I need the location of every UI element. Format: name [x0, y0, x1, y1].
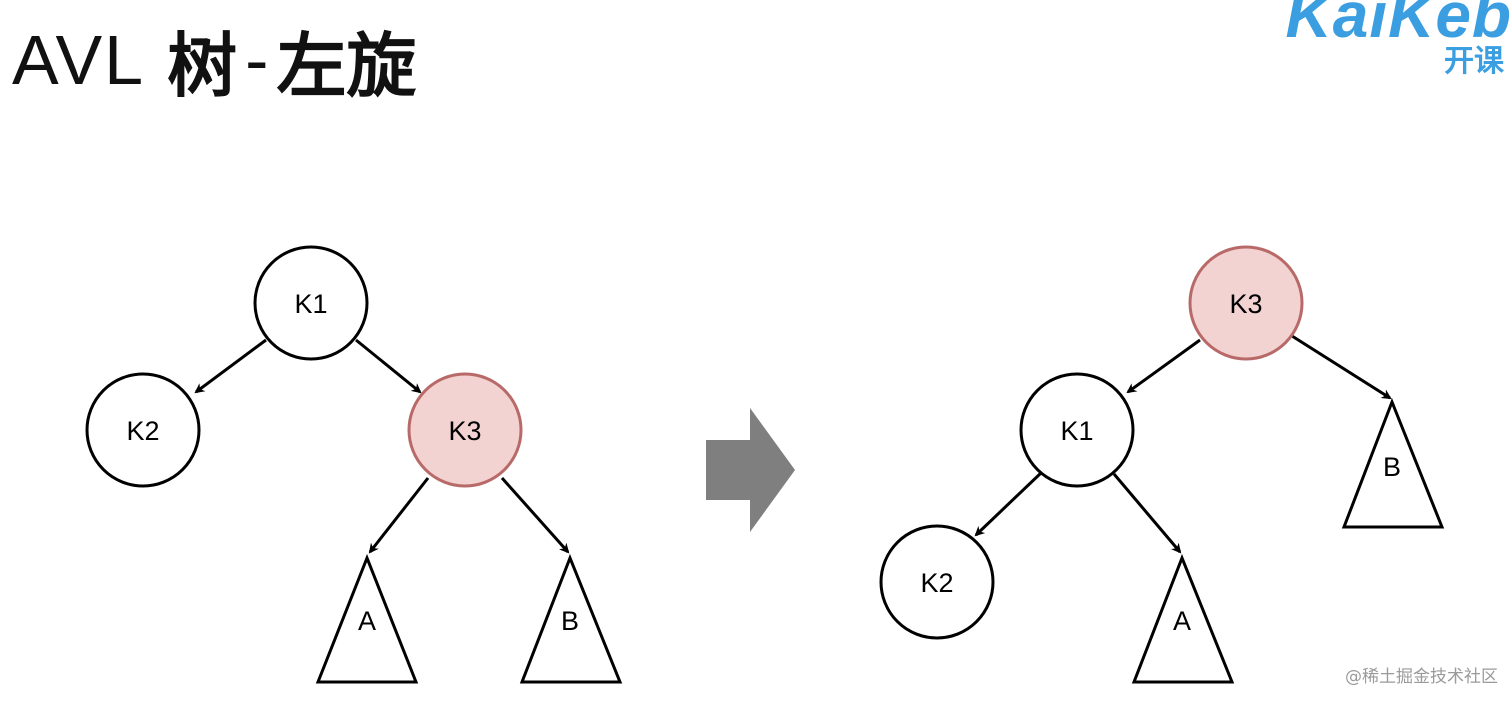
node-label: K2: [920, 568, 953, 598]
after-tree: K3 K1 K2 B A: [879, 245, 1445, 684]
edge-k1-k2: [194, 338, 267, 394]
edge-k3-b: [1291, 334, 1392, 400]
node-label: K2: [126, 416, 159, 446]
subtree-a: A: [315, 553, 419, 684]
subtree-label: B: [1383, 452, 1401, 482]
logo-subtitle: 开课: [1444, 44, 1504, 79]
tree-node-k3-highlighted: K3: [407, 372, 523, 488]
subtree-label: A: [358, 606, 376, 636]
title-avl-text: AVL: [12, 21, 146, 99]
before-tree: K1 K2 K3 A B: [85, 245, 623, 684]
transition-arrow-icon: [706, 408, 795, 532]
logo-wordmark: KaiKeb: [1285, 0, 1512, 51]
node-label: K1: [294, 289, 327, 319]
edge-k1-a: [1112, 473, 1182, 554]
node-label: K1: [1060, 416, 1093, 446]
node-label: K3: [1229, 289, 1262, 319]
subtree-b: B: [1341, 397, 1445, 529]
title-dash: -: [245, 21, 269, 99]
tree-node-k2: K2: [879, 524, 995, 640]
edge-k1-k2: [974, 470, 1044, 537]
edge-k3-b: [500, 477, 570, 554]
subtree-b: B: [519, 553, 623, 684]
subtree-label: B: [561, 606, 579, 636]
edge-k3-k1: [1126, 338, 1201, 394]
tree-node-k3-highlighted: K3: [1188, 245, 1304, 361]
node-label: K3: [448, 416, 481, 446]
tree-node-k1: K1: [1019, 372, 1135, 488]
edge-k1-k3: [355, 338, 422, 394]
tree-node-k2: K2: [85, 372, 201, 488]
edge-k3-a: [368, 477, 430, 554]
tree-node-k1: K1: [253, 245, 369, 361]
kaikeba-logo: KaiKeb 开课: [1282, 0, 1512, 79]
subtree-label: A: [1173, 606, 1191, 636]
page-title: AVL 树 - 左旋: [12, 10, 416, 110]
watermark-text: @稀土掘金技术社区: [1345, 667, 1498, 687]
title-rotation-text: 左旋: [276, 24, 417, 107]
title-tree-text: 树: [167, 24, 238, 107]
subtree-a: A: [1131, 553, 1235, 684]
